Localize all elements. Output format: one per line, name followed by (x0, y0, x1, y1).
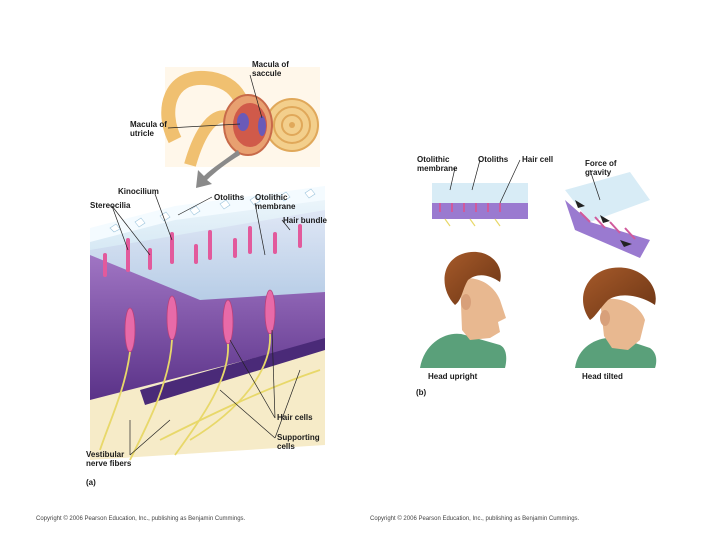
label-hair-cell: Hair cell (522, 155, 554, 164)
macula-tilted (565, 172, 650, 258)
label-kinocilium: Kinocilium (118, 187, 159, 196)
head-tilted (575, 267, 657, 368)
label-head-tilted: Head tilted (582, 372, 623, 381)
label-otoliths-b: Otoliths (478, 155, 509, 164)
copyright-right: Copyright © 2006 Pearson Education, Inc.… (370, 516, 580, 522)
label-panel-a: (a) (86, 478, 96, 487)
label-head-upright: Head upright (428, 372, 478, 381)
copyright-left: Copyright © 2006 Pearson Education, Inc.… (36, 516, 246, 522)
label-hair-cells: Hair cells (277, 413, 313, 422)
macula-block (90, 186, 325, 461)
pointer-lines-a (111, 74, 301, 456)
label-otoliths-a: Otoliths (214, 193, 245, 202)
label-panel-b: (b) (416, 388, 427, 397)
macula-upright (432, 183, 528, 227)
head-upright (420, 251, 507, 368)
label-stereocilia: Stereocilia (90, 201, 131, 210)
pointer-lines-b (449, 159, 601, 204)
inner-ear-inset (161, 67, 320, 167)
zoom-arrow (196, 150, 240, 188)
label-hair-bundle: Hair bundle (283, 216, 328, 225)
